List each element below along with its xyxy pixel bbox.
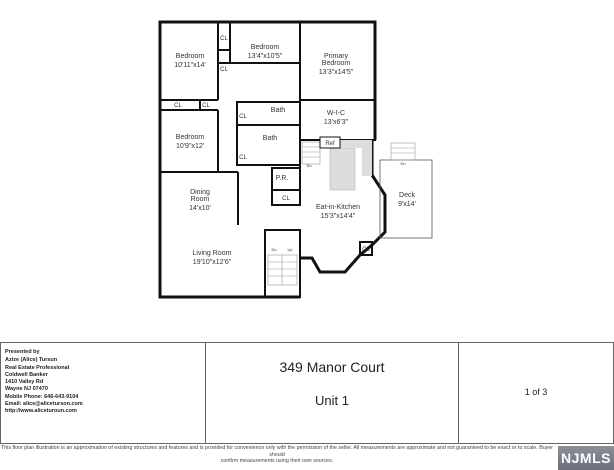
- presenter-line: Mobile Phone: 646-643-9104: [5, 393, 79, 400]
- property-address: 349 Manor Court: [279, 359, 385, 375]
- room-name: Deck: [399, 192, 415, 199]
- room-size: 9'x14': [398, 201, 416, 208]
- presenter-line: 1410 Valley Rd: [5, 379, 44, 386]
- presenter-line: Wayne NJ 07470: [5, 386, 48, 393]
- presenter-heading: Presented by: [5, 349, 40, 355]
- stair-up-label: Up: [287, 247, 293, 252]
- kitchen-counter: [340, 140, 372, 148]
- interior-walls: [160, 22, 376, 298]
- ref-label: Ref: [325, 141, 335, 147]
- room-size: 13'4"x10'5": [248, 53, 283, 60]
- room-size: 13'x6'3": [324, 119, 349, 126]
- room-name: Primary: [324, 53, 349, 60]
- floor-plan: Bedroom 10'11"x14' Bedroom 13'4"x10'5" P…: [158, 20, 433, 299]
- deck-outline: [379, 159, 433, 239]
- room-size: 19'10"x12'6": [193, 259, 232, 266]
- property-panel: 349 Manor Court Unit 1: [206, 343, 459, 443]
- stairs: [267, 141, 321, 286]
- njmls-logo: NJMLS: [558, 446, 614, 470]
- room-name: Room: [191, 196, 210, 203]
- room-name: Bath: [271, 107, 286, 114]
- room-name: Bedroom: [251, 44, 280, 51]
- room-name: Bedroom: [322, 60, 351, 67]
- room-name: Bedroom: [176, 53, 205, 60]
- room-name: Bath: [263, 135, 278, 142]
- property-unit: Unit 1: [315, 393, 349, 408]
- room-size: 10'11"x14': [174, 62, 206, 69]
- stair-down-label: Dn: [306, 163, 311, 168]
- info-footer: Presented by Azize (Alice) Tursun Real E…: [0, 342, 614, 444]
- kitchen-counter-side: [362, 148, 372, 176]
- closet-label: CL: [220, 67, 228, 73]
- room-name: Bedroom: [176, 134, 205, 141]
- closet-label: CL: [202, 103, 210, 109]
- room-size: 14'x10': [189, 205, 211, 212]
- closet-label: CL: [239, 114, 247, 120]
- stair-down-label: Dn: [400, 161, 405, 166]
- closet-label: CL: [174, 103, 182, 109]
- page-indicator: 1 of 3: [524, 387, 548, 397]
- room-name: P.R.: [276, 175, 289, 182]
- presenter-line: http://www.aliceturoun.com: [5, 408, 77, 415]
- kitchen-island: [329, 147, 356, 191]
- presenter-line: Real Estate Professional: [5, 364, 70, 371]
- refrigerator: [319, 136, 341, 149]
- room-size: 15'3"x14'4": [321, 213, 356, 220]
- deck-steps: [390, 142, 416, 161]
- closet-label: CL: [362, 247, 370, 253]
- closet-label: CL: [220, 36, 228, 42]
- disclaimer-line: This floor plan illustration is an appro…: [0, 445, 554, 458]
- room-name: Dining: [190, 189, 210, 196]
- presenter-line: Coldwell Banker: [5, 371, 48, 378]
- room-size: 10'9"x12': [176, 143, 204, 150]
- room-name: Living Room: [193, 250, 232, 257]
- room-name: W-I-C: [327, 110, 345, 117]
- stair-down-label: Dn: [271, 247, 276, 252]
- presenter-panel: Presented by Azize (Alice) Tursun Real E…: [1, 343, 206, 443]
- exterior-walls: [158, 20, 387, 299]
- presenter-line: Azize (Alice) Tursun: [5, 357, 58, 364]
- page-panel: 1 of 3: [459, 343, 613, 443]
- room-name: Eat-in-Kitchen: [316, 204, 360, 211]
- closet-label: CL: [239, 155, 247, 161]
- closet-label: CL: [282, 196, 290, 202]
- disclaimer-line: confirm measurements using their own sou…: [220, 458, 334, 465]
- room-size: 13'3"x14'5": [319, 69, 354, 76]
- presenter-line: Email: alice@aliceturson.com: [5, 401, 83, 408]
- disclaimer: This floor plan illustration is an appro…: [0, 445, 554, 465]
